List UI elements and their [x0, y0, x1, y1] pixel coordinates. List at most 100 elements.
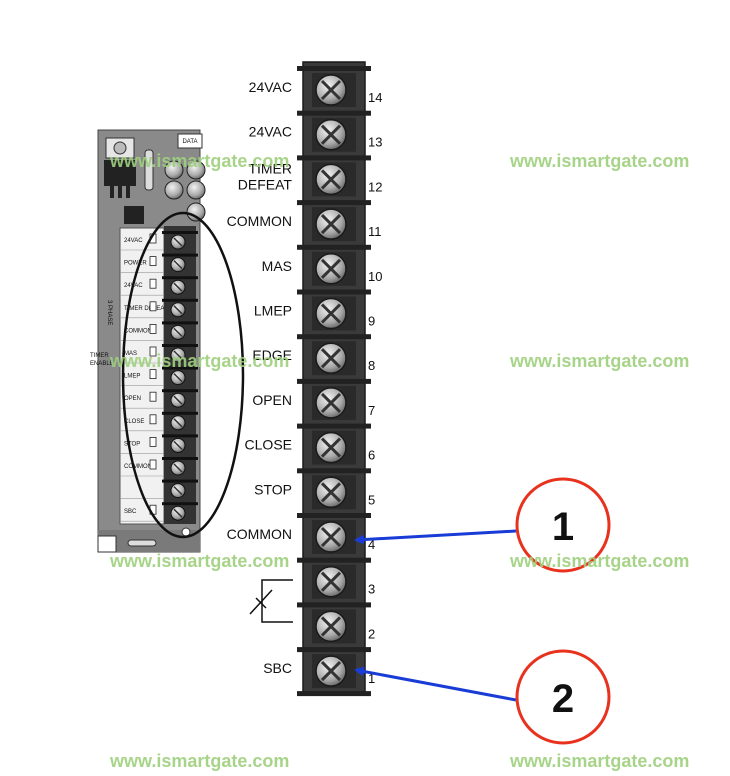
strip-rib	[297, 289, 371, 295]
terminal-number: 14	[368, 90, 382, 105]
screw-slot	[320, 616, 342, 637]
terminal-number: 3	[368, 582, 375, 597]
ic-component	[104, 160, 136, 186]
mini-rib	[162, 344, 198, 347]
terminal-2: 2	[312, 609, 375, 644]
terminal-strip	[297, 61, 371, 697]
terminal-4: 4 COMMON	[227, 520, 375, 554]
terminal-number: 12	[368, 179, 382, 194]
strip-rib	[297, 244, 371, 250]
mini-rib	[162, 298, 198, 302]
mini-led	[149, 459, 157, 470]
screw-slot	[320, 169, 342, 190]
terminal-label: COMMON	[227, 526, 292, 542]
mini-led	[149, 323, 157, 334]
mini-rib	[162, 321, 198, 325]
watermark-text: www.ismartgate.com	[109, 151, 289, 171]
terminal-label: STOP	[254, 481, 292, 497]
data-connector	[177, 133, 203, 149]
strip-rib	[297, 691, 371, 697]
mini-label: MAS	[124, 351, 137, 357]
strip-rib	[297, 468, 371, 474]
mini-rib	[162, 389, 198, 393]
strip-rib	[297, 557, 371, 563]
terminal-label: EDGE	[252, 347, 292, 363]
terminal-3: 3	[312, 564, 375, 599]
mini-rib	[162, 366, 198, 370]
watermark-text: www.ismartgate.com	[509, 351, 689, 371]
mini-led	[149, 391, 157, 402]
terminal-13: 13 24VAC	[249, 117, 382, 152]
strip-rib	[297, 155, 371, 161]
screw-slot	[320, 124, 342, 145]
mini-label: CLOSE	[124, 419, 144, 425]
mini-rib	[162, 457, 198, 460]
strip-rib	[297, 602, 371, 608]
mini-label: LMEP	[124, 374, 140, 380]
screw-slot	[320, 258, 342, 279]
terminal-label: 24VAC	[249, 124, 292, 140]
switch-symbol	[249, 579, 293, 623]
screw-slot	[320, 571, 342, 592]
mini-screw-slot	[173, 237, 183, 247]
watermarks: www.ismartgate.com www.ismartgate.com ww…	[109, 151, 689, 771]
mini-screw-slot	[173, 305, 183, 315]
callout-1: 1	[515, 477, 611, 573]
strip-rib	[297, 647, 371, 653]
strip-rib	[297, 423, 371, 429]
timer-text: TIMER	[90, 353, 109, 359]
terminal-number: 13	[368, 135, 382, 150]
board-screw-icon	[186, 180, 206, 200]
callout-arrow-2	[354, 666, 517, 702]
terminal-label: COMMON	[227, 213, 292, 229]
mini-screws	[162, 231, 198, 521]
watermark-text: www.ismartgate.com	[109, 551, 289, 571]
mini-screw-slot	[173, 440, 183, 450]
mini-led	[149, 301, 157, 312]
screw-slot	[320, 79, 342, 101]
mini-screw-slot	[173, 282, 183, 292]
callout-ring	[515, 649, 611, 745]
strip-rib	[297, 200, 371, 206]
mini-rib	[162, 502, 198, 506]
mini-screw-slot	[173, 260, 183, 270]
watermark-text: www.ismartgate.com	[509, 151, 689, 171]
terminal-label: MAS	[262, 258, 292, 274]
terminal-number: 9	[368, 314, 375, 329]
screw-slot	[320, 482, 342, 503]
resistor-component	[144, 149, 154, 191]
strip-rib	[297, 378, 371, 384]
mini-rib	[162, 479, 198, 483]
terminal-number: 4	[368, 537, 375, 552]
mini-led	[149, 414, 157, 425]
screw-slot	[320, 303, 342, 324]
mini-label: TIMER DEFEAT	[124, 306, 168, 312]
board-screw-icon	[186, 202, 206, 222]
terminal-label: CLOSE	[245, 437, 292, 453]
callout-2: 2	[515, 649, 611, 745]
phase-text: 3 PHASE	[106, 300, 112, 325]
mini-screw-slot	[173, 395, 183, 405]
terminal-number: 5	[368, 492, 375, 507]
enable-text: ENABLE	[90, 361, 114, 367]
watermark-text: www.ismartgate.com	[109, 351, 289, 371]
watermark-text: www.ismartgate.com	[109, 751, 289, 771]
terminal-number: 10	[368, 269, 382, 284]
mini-label: 24VAC	[124, 238, 143, 244]
terminal-number: 6	[368, 448, 375, 463]
mini-rib	[162, 411, 198, 415]
mini-screw-slot	[173, 508, 183, 518]
callout-arrow-1	[354, 529, 517, 545]
mini-screw-slot	[173, 418, 183, 428]
screw-slot	[320, 348, 342, 369]
terminal-10: 10 MAS	[262, 251, 382, 286]
board-screw-icon	[164, 160, 184, 180]
screw-slot	[320, 437, 342, 458]
mini-label: COMMON	[124, 464, 152, 470]
